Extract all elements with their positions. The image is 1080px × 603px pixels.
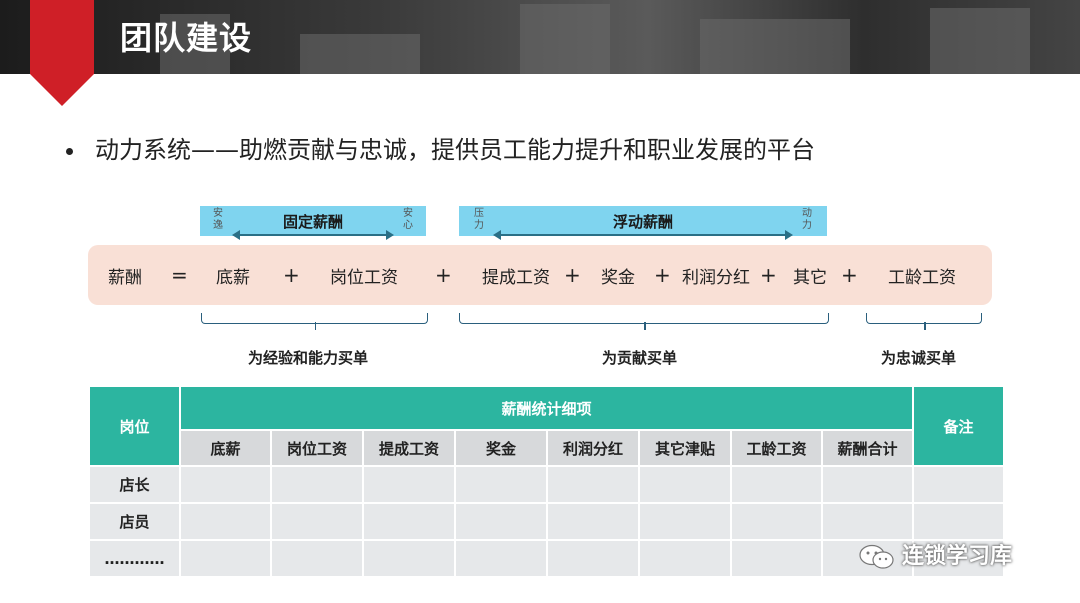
- double-arrow-icon: [232, 230, 394, 240]
- table-cell: [362, 539, 456, 578]
- table-cell: [638, 465, 732, 504]
- table-cell: [270, 502, 364, 541]
- table-cell: [912, 465, 1005, 504]
- double-arrow-icon: [493, 230, 793, 240]
- table-cell: [270, 539, 364, 578]
- floating-salary-band: 压力 浮动薪酬 动力: [459, 206, 827, 240]
- sub-header: 其它津贴: [638, 429, 732, 467]
- table-cell: [546, 465, 640, 504]
- formula-term: 其它: [793, 268, 827, 288]
- table-cell: [546, 502, 640, 541]
- red-tab-arrow: [30, 74, 94, 106]
- band-label: 固定薪酬: [282, 213, 343, 231]
- skyline-building: [930, 8, 1030, 74]
- fixed-salary-band: 安逸 固定薪酬 安心: [200, 206, 426, 240]
- brace-caption: 为经验和能力买单: [248, 349, 369, 367]
- brace-experience: [201, 313, 428, 330]
- col-header-remark: 备注: [912, 385, 1005, 467]
- sub-header: 底薪: [179, 429, 272, 467]
- table-cell: [546, 539, 640, 578]
- brace-tick: [314, 322, 316, 330]
- page-title: 团队建设: [120, 19, 253, 57]
- brace-tick: [644, 322, 646, 330]
- brace-caption: 为忠诚买单: [881, 349, 957, 367]
- sub-header: 岗位工资: [270, 429, 364, 467]
- row-label: 店员: [88, 502, 181, 541]
- plus-sign: +: [564, 263, 581, 287]
- table-cell: [730, 502, 823, 541]
- table-cell: [912, 539, 1005, 578]
- brace-caption: 为贡献买单: [602, 349, 678, 367]
- group-header: 薪酬统计细项: [179, 385, 914, 431]
- brace-loyalty: [866, 313, 982, 330]
- band-right-note: 安心: [403, 208, 413, 231]
- equals-sign: =: [171, 263, 188, 287]
- band-label: 浮动薪酬: [612, 213, 673, 231]
- band-left-note: 安逸: [213, 208, 223, 231]
- brace-tick: [924, 322, 926, 330]
- bullet-text: 动力系统——助燃贡献与忠诚，提供员工能力提升和职业发展的平台: [95, 136, 815, 164]
- table-cell: [454, 502, 548, 541]
- col-header-position: 岗位: [88, 385, 181, 467]
- red-title-tab: [30, 0, 94, 74]
- band-right-note: 动力: [802, 208, 812, 231]
- bullet-line: 动力系统——助燃贡献与忠诚，提供员工能力提升和职业发展的平台: [66, 130, 815, 165]
- plus-sign: +: [283, 263, 300, 287]
- table-cell: [179, 539, 272, 578]
- table-cell: [179, 502, 272, 541]
- table-cell: [730, 539, 823, 578]
- table-cell: [362, 465, 456, 504]
- skyline-building: [300, 34, 420, 74]
- formula-term: 提成工资: [482, 268, 550, 288]
- table-cell: [730, 465, 823, 504]
- formula-lhs: 薪酬: [108, 268, 142, 288]
- table-row: …………: [88, 539, 1005, 578]
- table-cell: [454, 465, 548, 504]
- table-cell: [270, 465, 364, 504]
- row-label: …………: [88, 539, 181, 578]
- sub-header: 薪酬合计: [821, 429, 914, 467]
- row-label: 店长: [88, 465, 181, 504]
- formula-term: 奖金: [601, 268, 635, 288]
- table-cell: [362, 502, 456, 541]
- skyline-building: [160, 14, 230, 74]
- plus-sign: +: [760, 263, 777, 287]
- table-cell: [638, 502, 732, 541]
- band-left-note: 压力: [474, 208, 484, 231]
- table-cell: [821, 502, 914, 541]
- table-row: 店长: [88, 465, 1005, 504]
- skyline-building: [520, 4, 610, 74]
- plus-sign: +: [841, 263, 858, 287]
- header-banner: [0, 0, 1080, 74]
- table-cell: [638, 539, 732, 578]
- formula-term: 利润分红: [682, 268, 750, 288]
- table-cell: [454, 539, 548, 578]
- sub-header: 提成工资: [362, 429, 456, 467]
- table-cell: [821, 465, 914, 504]
- formula-term: 工龄工资: [888, 268, 956, 288]
- table-cell: [179, 465, 272, 504]
- skyline-building: [700, 19, 850, 74]
- sub-header: 工龄工资: [730, 429, 823, 467]
- bullet-dot: [66, 147, 73, 155]
- formula-term: 岗位工资: [330, 268, 398, 288]
- watermark-text: 连锁学习库: [902, 544, 1013, 569]
- wechat-icon: [859, 544, 894, 569]
- salary-table: 岗位 薪酬统计细项 备注 底薪 岗位工资 提成工资 奖金 利润分红 其它津贴 工…: [88, 385, 1005, 578]
- salary-formula: 薪酬 = 底薪 + 岗位工资 + 提成工资 + 奖金 + 利润分红 + 其它 +…: [88, 245, 992, 305]
- watermark: 连锁学习库: [858, 538, 1012, 571]
- table-cell: [912, 502, 1005, 541]
- sub-header: 奖金: [454, 429, 548, 467]
- brace-contribution: [459, 313, 829, 330]
- plus-sign: +: [654, 263, 671, 287]
- table-row: 店员: [88, 502, 1005, 541]
- sub-header: 利润分红: [546, 429, 640, 467]
- plus-sign: +: [435, 263, 452, 287]
- formula-term: 底薪: [216, 268, 250, 288]
